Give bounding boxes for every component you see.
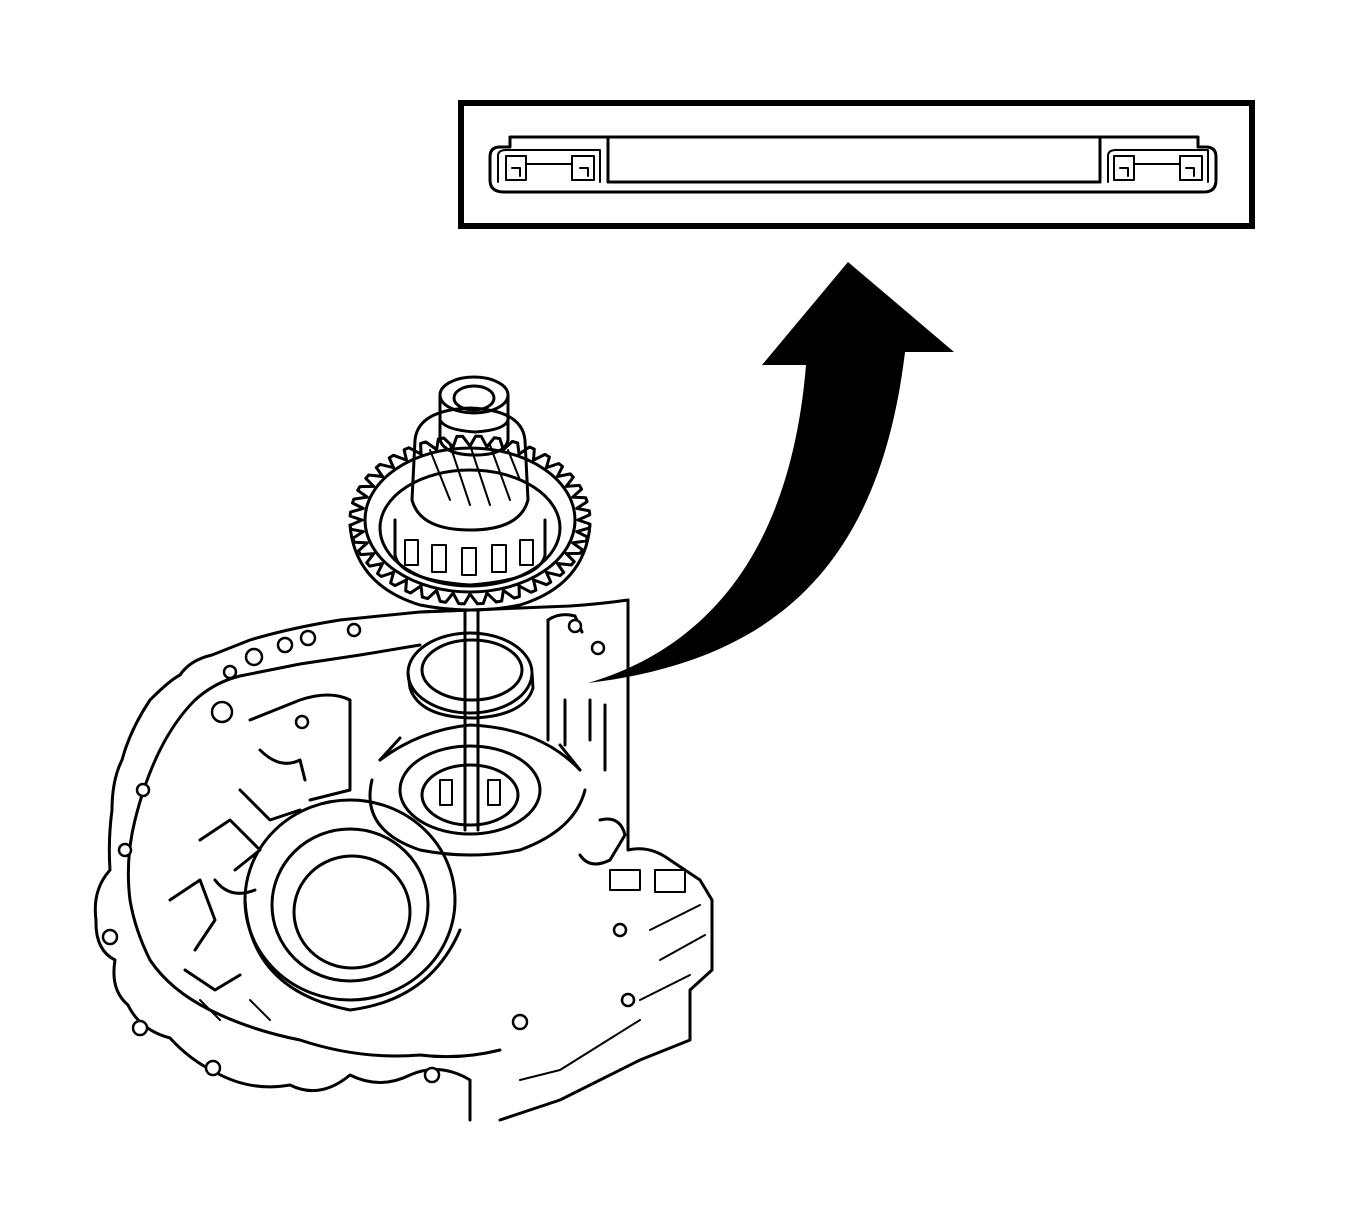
seal-cross-section — [488, 135, 1218, 194]
gear-face-edge — [348, 523, 592, 612]
callout-frame — [458, 100, 1255, 229]
assembly-axis — [463, 608, 480, 832]
main-bore — [243, 798, 462, 1012]
shim — [406, 631, 535, 720]
bearing-bore — [368, 723, 587, 857]
flange-bolt-holes — [101, 618, 636, 1084]
callout-arrow — [588, 262, 954, 683]
transmission-case — [93, 598, 714, 1122]
detail-callout — [458, 100, 1255, 229]
countershaft-gear — [348, 375, 592, 612]
